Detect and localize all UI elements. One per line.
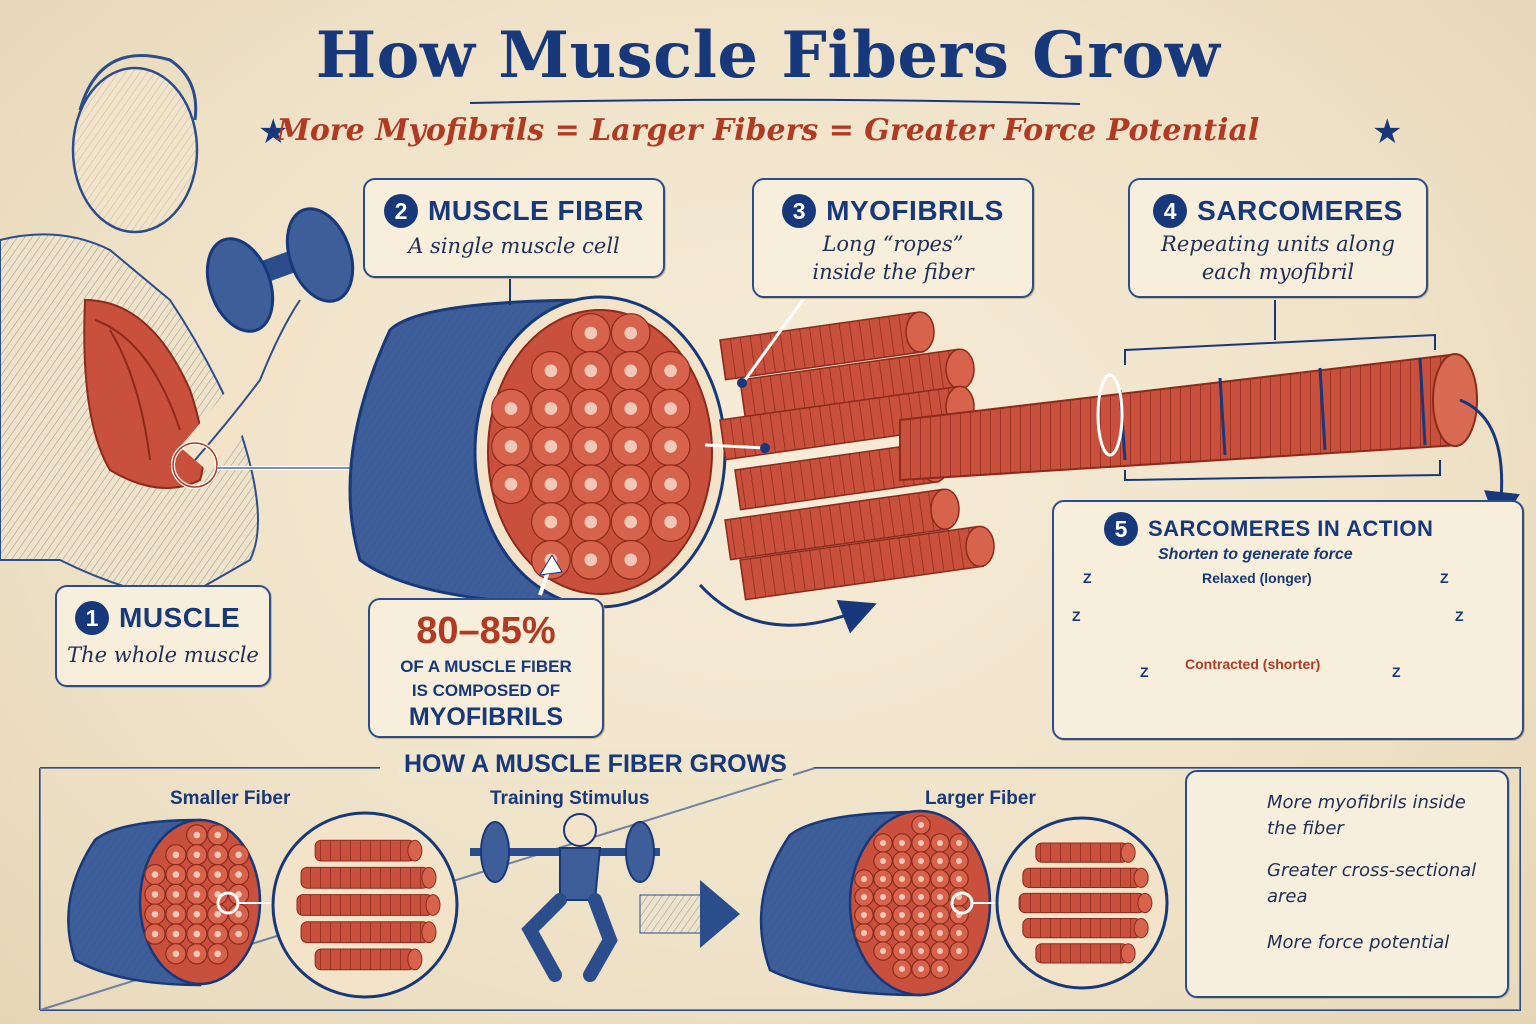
callout-myofibrils: 3 MYOFIBRILS Long “ropes” inside the fibe…	[752, 178, 1034, 298]
squatting-lifter	[470, 813, 660, 982]
title-underline	[469, 98, 1081, 105]
subtitle: More Myofibrils = Larger Fibers = Greate…	[276, 113, 1260, 148]
callout-description: Repeating units along each myofibril	[1161, 232, 1395, 284]
star-icon-right: ★	[1372, 113, 1403, 151]
page-title: How Muscle Fibers Grow	[315, 18, 1221, 93]
star-icon-left: ★	[258, 113, 289, 151]
callout-pointers	[509, 275, 877, 634]
stat-line-2: IS COMPOSED OF	[411, 681, 561, 700]
benefit-force-potential: More force potential	[1267, 932, 1450, 953]
growth-heading: HOW A MUSCLE FIBER GROWS	[398, 750, 793, 779]
callout-number: 3	[782, 194, 817, 228]
larger-fiber-label: Larger Fiber	[925, 788, 1036, 809]
stat-line-1: OF A MUSCLE FIBER	[400, 657, 572, 676]
z-line-label: Z	[1455, 608, 1464, 624]
callout-description: A single muscle cell	[408, 234, 620, 258]
muscle-fiber-cylinder	[348, 295, 727, 609]
myofibril-percentage-box: 80–85% OF A MUSCLE FIBER IS COMPOSED OF …	[368, 598, 604, 738]
larger-fiber-illustration	[759, 809, 1169, 997]
callout-description: The whole muscle	[67, 643, 259, 667]
benefits-box	[1185, 770, 1509, 998]
man-curling-dumbbell	[0, 54, 390, 602]
stat-line-3: MYOFIBRILS	[408, 703, 564, 731]
callout-heading: MUSCLE FIBER	[428, 195, 644, 226]
myofibril-bundle	[719, 311, 995, 601]
relaxed-label: Relaxed (longer)	[1202, 570, 1312, 586]
training-stimulus-label: Training Stimulus	[490, 788, 650, 809]
callout-number: 4	[1153, 194, 1188, 228]
dumbbell-icon	[205, 207, 355, 333]
contracted-label: Contracted (shorter)	[1185, 656, 1321, 672]
callout-muscle-fiber: 2 MUSCLE FIBER A single muscle cell	[363, 178, 665, 278]
callout-description: Shorten to generate force	[1158, 546, 1353, 563]
callout-number: 5	[1104, 512, 1138, 546]
callout-number: 1	[75, 601, 109, 635]
z-line-label: Z	[1392, 664, 1401, 680]
benefit-more-myofibrils: More myofibrils inside the fiber	[1267, 792, 1466, 839]
callout-heading: SARCOMERES IN ACTION	[1148, 516, 1434, 541]
smaller-fiber-illustration	[67, 811, 459, 999]
benefit-cross-sectional-area: Greater cross-sectional area	[1267, 860, 1477, 907]
myofibril-cross-sections	[491, 313, 691, 580]
stat-value: 80–85%	[416, 610, 556, 652]
callout-sarcomeres-in-action: 5 SARCOMERES IN ACTION Shorten to generat…	[1052, 500, 1524, 740]
z-line-label: Z	[1140, 664, 1149, 680]
callout-heading: MUSCLE	[119, 602, 241, 633]
callout-muscle: 1 MUSCLE The whole muscle	[55, 585, 271, 687]
callout-number: 2	[384, 194, 418, 228]
smaller-fiber-label: Smaller Fiber	[170, 788, 291, 809]
z-line-label: Z	[1072, 608, 1081, 624]
sarcomere-myofibril	[899, 300, 1520, 528]
z-line-label: Z	[1440, 570, 1449, 586]
callout-description: Long “ropes” inside the fiber	[812, 232, 974, 284]
callout-heading: MYOFIBRILS	[826, 195, 1004, 226]
growth-arrow-icon	[639, 880, 740, 948]
callout-sarcomeres: 4 SARCOMERES Repeating units along each m…	[1128, 178, 1428, 298]
callout-heading: SARCOMERES	[1197, 195, 1403, 226]
z-line-label: Z	[1083, 570, 1092, 586]
